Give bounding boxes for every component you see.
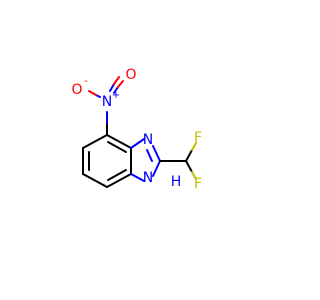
bond-n-o1-color — [88, 90, 97, 96]
bond-cf-f1 — [185, 149, 193, 162]
benzene-ring — [82, 134, 132, 188]
difluoromethyl-group — [159, 142, 197, 180]
bond-n3-c2-inner — [146, 149, 153, 162]
atom-f-2: F — [194, 176, 202, 192]
charge-n-nitro: + — [112, 90, 120, 101]
bond-cf-f2-color — [191, 171, 197, 180]
bond-c3a-c4 — [106, 134, 132, 149]
bond-c6-c7 — [82, 173, 108, 188]
structure-svg: O - N + O N N H F F — [71, 67, 202, 192]
bond-n1-c7a — [130, 173, 145, 182]
molecule-diagram: O - N + O N N H F F — [71, 67, 203, 192]
atom-o-nitro-1: O — [71, 82, 82, 98]
bond-c7-c7a-inner — [107, 169, 127, 181]
imidazole-ring — [130, 138, 161, 182]
bond-n-o2-color — [117, 80, 124, 88]
atom-n-nitro: N — [102, 94, 112, 110]
atom-n-ring-1: N — [143, 170, 153, 186]
bond-c2-n1 — [152, 160, 161, 177]
bond-c7-c7a — [106, 173, 132, 188]
bond-c3a-c4-inner — [107, 141, 127, 153]
bond-cf-f2 — [185, 160, 193, 173]
charge-o-nitro-1: - — [84, 76, 88, 87]
bond-n-o2-inner — [109, 83, 115, 92]
bond-n3-c2 — [152, 145, 161, 162]
nitro-group — [88, 76, 124, 136]
atom-n-ring-3: N — [143, 132, 153, 148]
atom-h-ring-1: H — [171, 174, 182, 190]
bond-cf-f1-color — [191, 142, 197, 151]
bond-c3a-n3 — [130, 138, 145, 149]
atom-o-nitro-2: O — [125, 67, 136, 83]
bond-c4-c5 — [82, 134, 108, 149]
atom-labels: O - N + O N N H F F — [71, 67, 202, 192]
bond-n-o2 — [113, 86, 119, 94]
bond-n-o2-inner-color — [113, 76, 120, 85]
atom-f-1: F — [194, 130, 202, 146]
